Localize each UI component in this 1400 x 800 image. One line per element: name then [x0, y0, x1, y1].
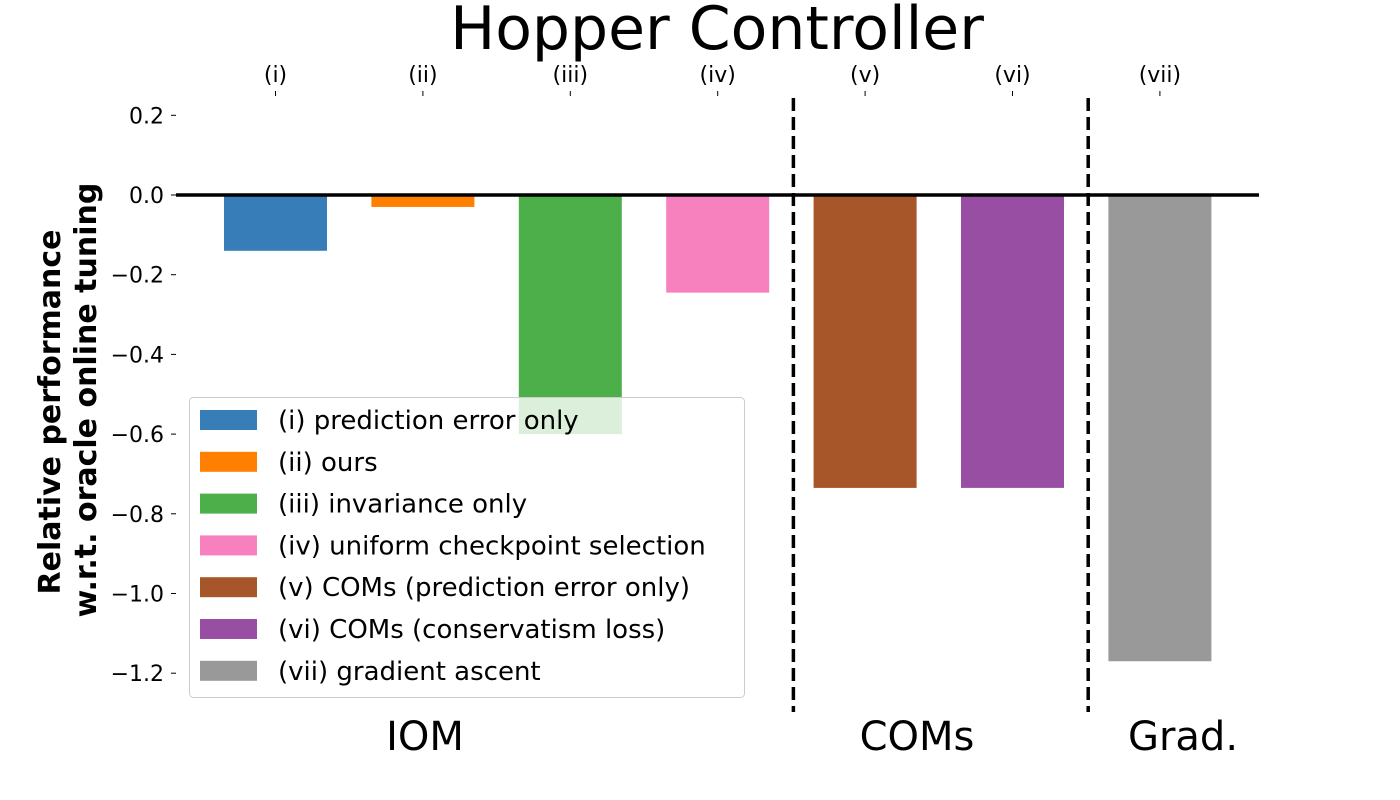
- legend-entry: (i) prediction error only: [200, 406, 579, 436]
- y-axis-label-line-1: Relative performance: [33, 229, 68, 594]
- legend-entry: (v) COMs (prediction error only): [200, 573, 690, 603]
- x-tick-label: (vii): [1139, 63, 1181, 88]
- group-label: IOM: [386, 714, 464, 760]
- legend-label: (iv) uniform checkpoint selection: [278, 531, 706, 561]
- x-tick-label: (ii): [408, 63, 437, 88]
- group-label: COMs: [860, 714, 975, 760]
- legend-entry: (vii) gradient ascent: [200, 657, 541, 687]
- legend-entry: (vi) COMs (conservatism loss): [200, 615, 665, 645]
- y-tick-label: 0.0: [129, 184, 164, 209]
- legend-swatch: [200, 535, 257, 556]
- legend-swatch: [200, 410, 257, 430]
- x-tick-label: (iv): [700, 63, 736, 88]
- x-tick-label: (iii): [553, 63, 589, 88]
- legend: (i) prediction error only (ii) ours (iii) …: [189, 397, 745, 698]
- y-tick-label: −0.2: [111, 264, 164, 289]
- x-axis-top-tick-labels: (i) (ii) (iii) (iv) (v) (vi) (vii): [264, 63, 1181, 96]
- bar-7: [1108, 195, 1212, 662]
- legend-entry: (iv) uniform checkpoint selection: [200, 531, 706, 561]
- bar-1: [224, 195, 327, 251]
- y-axis-label: Relative performance w.r.t. oracle onlin…: [33, 183, 104, 618]
- legend-label: (vii) gradient ascent: [278, 657, 541, 687]
- group-label: Grad.: [1128, 714, 1238, 760]
- y-tick-label: −0.6: [111, 423, 164, 448]
- bar-3: [518, 195, 622, 435]
- legend-swatch: [200, 660, 257, 681]
- legend-entry: (ii) ours: [200, 448, 378, 478]
- group-labels: IOM COMs Grad.: [386, 714, 1238, 760]
- y-tick-label: −1.0: [111, 583, 164, 608]
- bar-4: [666, 195, 770, 293]
- legend-frame: [189, 397, 745, 698]
- x-tick-label: (v): [850, 63, 880, 88]
- legend-swatch: [200, 619, 257, 639]
- chart-title: Hopper Controller: [450, 0, 984, 64]
- legend-label: (iii) invariance only: [278, 490, 527, 520]
- legend-entry: (iii) invariance only: [200, 490, 527, 520]
- legend-label: (ii) ours: [278, 448, 378, 478]
- legend-label: (vi) COMs (conservatism loss): [278, 615, 665, 645]
- y-tick-label: −0.8: [111, 503, 164, 528]
- bar-5: [813, 195, 917, 488]
- legend-swatch: [200, 493, 257, 514]
- y-axis-label-line-2: w.r.t. oracle online tuning: [69, 183, 104, 618]
- x-tick-label: (i): [264, 63, 287, 88]
- group-separators: [791, 98, 1090, 712]
- legend-label: (i) prediction error only: [278, 406, 579, 436]
- bar-6: [961, 195, 1064, 488]
- x-tick-label: (vi): [994, 63, 1030, 88]
- bar-2: [371, 195, 475, 207]
- legend-swatch: [200, 451, 257, 472]
- bars: [224, 195, 1212, 662]
- y-axis-ticks: 0.2 0.0 −0.2 −0.4 −0.6 −0.8 −1.0 −1.2: [111, 104, 176, 687]
- y-tick-label: 0.2: [129, 104, 164, 129]
- legend-swatch: [200, 577, 257, 598]
- legend-label: (v) COMs (prediction error only): [278, 573, 690, 603]
- y-tick-label: −1.2: [111, 662, 164, 687]
- y-tick-label: −0.4: [111, 343, 164, 368]
